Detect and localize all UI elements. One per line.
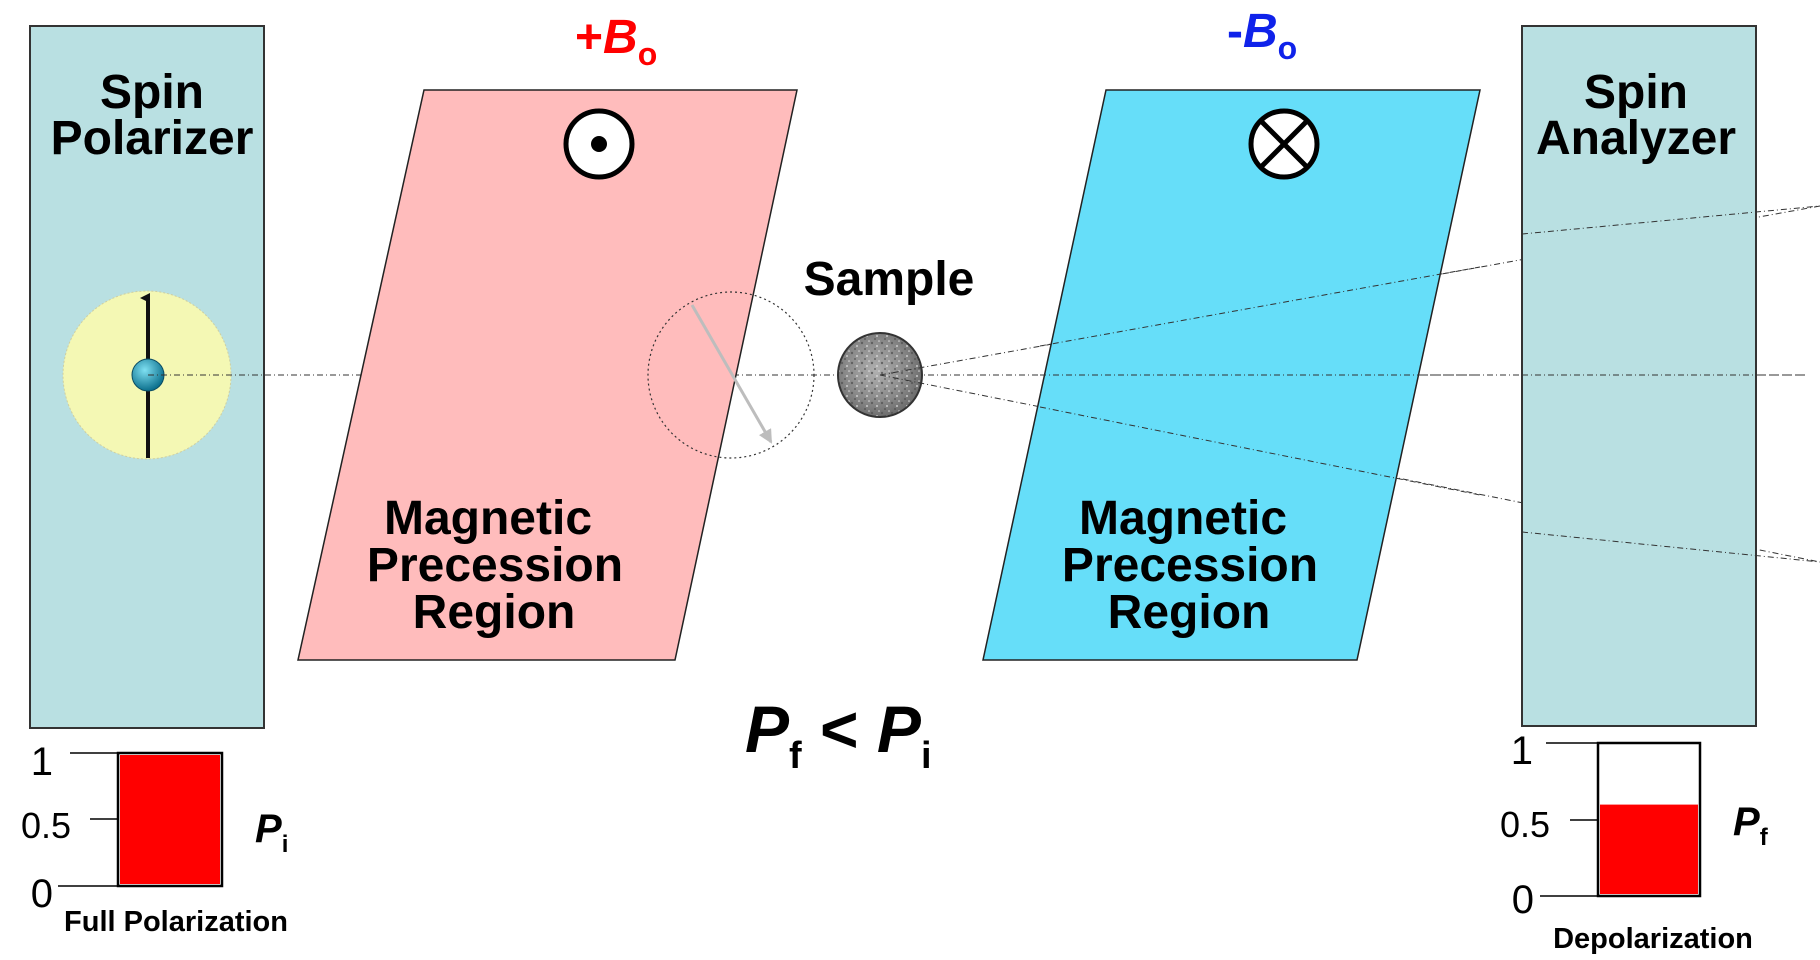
initial-bar-label-sub: i bbox=[282, 831, 289, 858]
initial-tick-label-1: 1 bbox=[31, 740, 53, 784]
neg-field-label: -Bo bbox=[1227, 5, 1297, 66]
spin-polarizer-title-line2: Polarizer bbox=[51, 112, 254, 165]
polarization-relation: Pf < Pi bbox=[745, 692, 932, 777]
scatter-lower-analyzer-overlay bbox=[1521, 531, 1820, 563]
initial-tick-label-05: 0.5 bbox=[21, 805, 71, 846]
spin-analyzer-title-line2: Analyzer bbox=[1536, 112, 1736, 165]
scatter-upper-analyzer-overlay bbox=[1521, 205, 1820, 235]
region-left-line2: Precession bbox=[367, 539, 623, 592]
region-right-line2: Precession bbox=[1062, 539, 1318, 592]
initial-bar-label-main: P bbox=[255, 807, 282, 851]
region-left-line1: Magnetic bbox=[384, 492, 592, 545]
region-right-line3: Region bbox=[1108, 586, 1271, 639]
initial-bar-frame bbox=[116, 751, 224, 888]
final-tick-label-05: 0.5 bbox=[1500, 804, 1550, 845]
initial-bar-caption: Full Polarization bbox=[64, 906, 288, 938]
pos-field-subscript: o bbox=[638, 36, 658, 72]
region-right-line1: Magnetic bbox=[1079, 492, 1287, 545]
pos-field-symbol: B bbox=[603, 11, 638, 64]
final-bar-fill bbox=[1600, 804, 1698, 894]
final-bar-label-sub: f bbox=[1760, 824, 1769, 851]
spin-polarizer-title-line1: Spin bbox=[100, 66, 204, 119]
neg-field-sign: - bbox=[1227, 5, 1243, 58]
relation-p-initial: P bbox=[877, 692, 922, 766]
region-left-line3: Region bbox=[413, 586, 576, 639]
initial-polarization-gauge: 1 0.5 0 Pi Full Polarization bbox=[21, 740, 288, 938]
relation-f-sub: f bbox=[789, 735, 802, 777]
spin-analyzer-panel bbox=[1521, 25, 1757, 727]
precession-region-left bbox=[297, 89, 798, 661]
initial-bar-label: Pi bbox=[255, 807, 288, 858]
neg-field-subscript: o bbox=[1278, 30, 1298, 66]
relation-p-final: P bbox=[745, 692, 790, 766]
spin-analyzer-title-line1: Spin bbox=[1584, 66, 1688, 119]
sample-label: Sample bbox=[804, 253, 975, 306]
final-tick-label-0: 0 bbox=[1512, 878, 1534, 922]
precession-circle bbox=[647, 291, 815, 459]
out-of-page-icon bbox=[563, 108, 635, 180]
final-tick-label-1: 1 bbox=[1511, 729, 1533, 773]
final-bar-label-main: P bbox=[1733, 800, 1760, 844]
initial-tick-label-0: 0 bbox=[31, 872, 53, 916]
precessed-spin-arrow-icon bbox=[690, 304, 773, 444]
final-polarization-gauge: 1 0.5 0 Pf Depolarization bbox=[1500, 729, 1769, 955]
scatter-line-lower-overlay bbox=[1039, 406, 1481, 496]
relation-operator: < bbox=[802, 692, 877, 766]
relation-i-sub: i bbox=[921, 735, 932, 777]
initial-bar-fill bbox=[120, 755, 220, 884]
final-bar-label: Pf bbox=[1733, 800, 1769, 851]
pos-field-sign: + bbox=[575, 11, 603, 64]
into-page-icon bbox=[1248, 108, 1320, 180]
neg-field-symbol: B bbox=[1243, 5, 1278, 58]
pos-field-label: +Bo bbox=[575, 11, 657, 72]
scatter-line-upper-overlay bbox=[1039, 266, 1481, 347]
final-bar-caption: Depolarization bbox=[1553, 923, 1753, 955]
